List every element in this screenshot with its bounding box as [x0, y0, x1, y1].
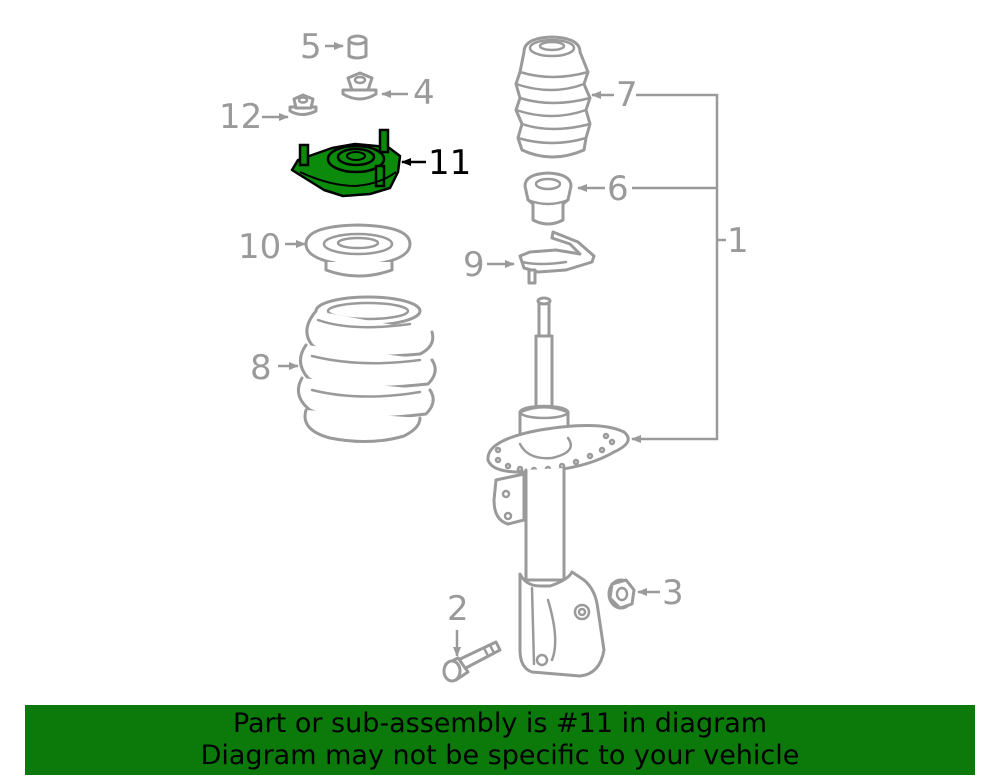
callout-3: 3	[662, 573, 684, 613]
disclaimer-banner: Part or sub-assembly is #11 in diagram D…	[25, 705, 975, 775]
callout-9: 9	[463, 245, 485, 285]
callout-7: 7	[616, 75, 638, 115]
callout-12: 12	[219, 97, 262, 137]
callout-5: 5	[300, 27, 322, 67]
callout-2: 2	[447, 589, 469, 629]
banner-line-1: Part or sub-assembly is #11 in diagram	[232, 708, 768, 739]
part-3-flange-nut[interactable]	[607, 578, 636, 610]
part-2-bolt[interactable]	[442, 640, 502, 683]
callout-4: 4	[413, 73, 435, 113]
part-4-nut[interactable]	[341, 71, 378, 101]
part-6-bump-stop[interactable]	[523, 171, 573, 226]
part-7-dust-boot[interactable]	[514, 35, 592, 159]
part-11-strut-mount[interactable]	[290, 128, 402, 198]
part-10-spring-seat[interactable]	[304, 223, 412, 278]
callout-11: 11	[428, 143, 471, 183]
part-8-coil-spring[interactable]	[296, 295, 437, 444]
callout-8: 8	[250, 348, 272, 388]
callout-1: 1	[727, 221, 749, 261]
banner-line-2: Diagram may not be specific to your vehi…	[200, 740, 800, 771]
part-5-cap[interactable]	[347, 34, 368, 60]
callout-10: 10	[238, 227, 281, 267]
callout-6: 6	[607, 169, 629, 209]
part-9-bracket[interactable]	[518, 230, 596, 285]
part-12-nut[interactable]	[288, 93, 318, 116]
leader-lines	[262, 42, 726, 657]
part-1-strut-assembly[interactable]	[486, 296, 630, 678]
